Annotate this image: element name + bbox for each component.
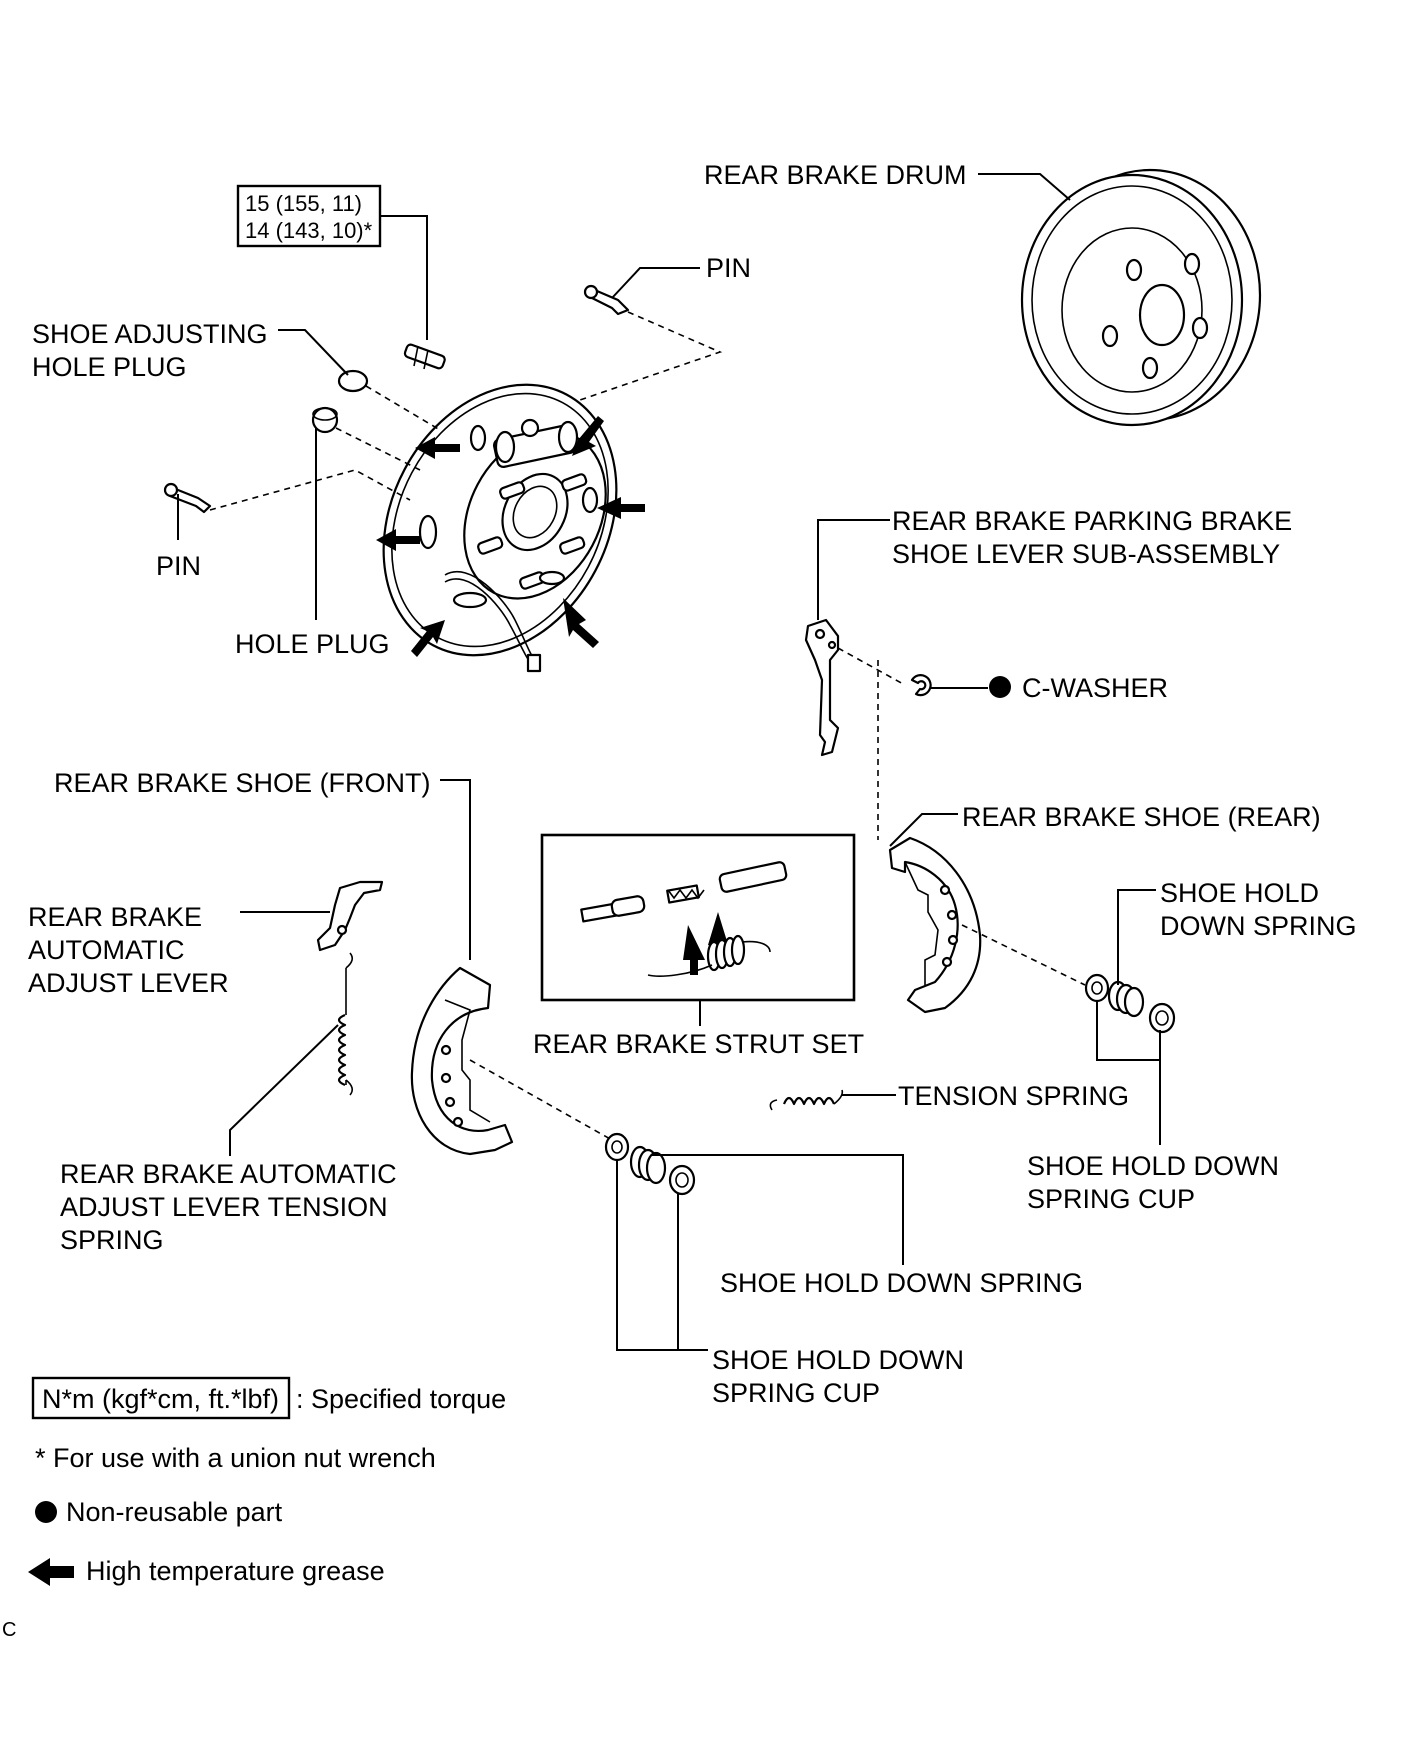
- legend-torque-text: : Specified torque: [296, 1384, 506, 1414]
- label-pin-left: PIN: [156, 551, 201, 581]
- label-adjust-lever-1: REAR BRAKE: [28, 902, 202, 932]
- label-adj-tension-3: SPRING: [60, 1225, 164, 1255]
- label-hole-plug: HOLE PLUG: [235, 629, 390, 659]
- label-adjust-lever-2: AUTOMATIC: [28, 935, 185, 965]
- label-hold-down-spring-rear-1: SHOE HOLD: [1160, 878, 1319, 908]
- hold-down-spring-rear-part: [1107, 980, 1145, 1018]
- backing-plate-part: [382, 383, 618, 673]
- label-hold-down-spring-rear-2: DOWN SPRING: [1160, 911, 1357, 941]
- adjust-lever-tension-spring-part: [337, 952, 354, 1096]
- grease-arrow-icon: [376, 416, 645, 657]
- pin-top-part: [583, 284, 630, 316]
- corner-code: C: [2, 1619, 16, 1641]
- strut-set-box: [540, 833, 856, 1002]
- rear-brake-drum-part: [1020, 168, 1262, 427]
- part-labels: REAR BRAKE DRUM PIN SHOE ADJUSTING HOLE …: [28, 160, 1357, 1408]
- automatic-adjust-lever-part: [316, 880, 384, 952]
- torque-spec-box: 15 (155, 11) 14 (143, 10)*: [236, 184, 428, 340]
- label-c-washer: C-WASHER: [1022, 673, 1168, 703]
- legend-grease: High temperature grease: [86, 1556, 385, 1586]
- label-parking-lever-1: REAR BRAKE PARKING BRAKE: [892, 506, 1292, 536]
- rear-brake-shoe-rear-part: [888, 836, 982, 1014]
- non-reusable-legend-icon: [35, 1501, 57, 1523]
- parking-brake-lever-part: [804, 618, 840, 757]
- legend-union-nut-note: * For use with a union nut wrench: [35, 1443, 436, 1473]
- strut-spring-part: [647, 934, 771, 977]
- hold-down-cup-rear-2-part: [1148, 1002, 1176, 1034]
- label-cup-front-1: SHOE HOLD DOWN: [712, 1345, 964, 1375]
- label-cup-front-2: SPRING CUP: [712, 1378, 880, 1408]
- label-strut-set: REAR BRAKE STRUT SET: [533, 1029, 864, 1059]
- hole-plug-part: [311, 406, 339, 434]
- pin-left-part: [163, 482, 212, 514]
- label-pin-top: PIN: [706, 253, 751, 283]
- label-tension-spring: TENSION SPRING: [898, 1081, 1129, 1111]
- label-shoe-front: REAR BRAKE SHOE (FRONT): [54, 768, 431, 798]
- rear-brake-shoe-front-part: [410, 966, 514, 1156]
- tension-spring-part: [769, 1089, 844, 1111]
- label-adj-tension-2: ADJUST LEVER TENSION: [60, 1192, 388, 1222]
- bleeder-plug-part: [403, 343, 446, 370]
- label-parking-lever-2: SHOE LEVER SUB-ASSEMBLY: [892, 539, 1280, 569]
- label-cup-rear-2: SPRING CUP: [1027, 1184, 1195, 1214]
- hold-down-cup-front-part: [604, 1132, 630, 1162]
- label-shoe-adjusting-1: SHOE ADJUSTING: [32, 319, 268, 349]
- legend-torque-units: N*m (kgf*cm, ft.*lbf): [42, 1384, 279, 1414]
- torque-line-1: 15 (155, 11): [245, 191, 362, 216]
- label-adjust-lever-3: ADJUST LEVER: [28, 968, 229, 998]
- shoe-adjusting-hole-plug-part: [337, 369, 369, 393]
- torque-line-2: 14 (143, 10)*: [245, 218, 373, 243]
- label-shoe-adjusting-2: HOLE PLUG: [32, 352, 187, 382]
- label-rear-brake-drum: REAR BRAKE DRUM: [704, 160, 967, 190]
- legend: N*m (kgf*cm, ft.*lbf) : Specified torque…: [28, 1376, 506, 1586]
- grease-legend-icon: [28, 1558, 74, 1586]
- hold-down-cup-rear-part: [1084, 973, 1110, 1003]
- hold-down-cup-front-2-part: [668, 1164, 696, 1196]
- non-reusable-dot-icon: [989, 676, 1011, 698]
- label-hold-down-spring-front: SHOE HOLD DOWN SPRING: [720, 1268, 1083, 1298]
- hold-down-spring-front-part: [629, 1145, 667, 1185]
- label-adj-tension-1: REAR BRAKE AUTOMATIC: [60, 1159, 397, 1189]
- legend-non-reusable: Non-reusable part: [66, 1497, 283, 1527]
- label-shoe-rear: REAR BRAKE SHOE (REAR): [962, 802, 1321, 832]
- label-cup-rear-1: SHOE HOLD DOWN: [1027, 1151, 1279, 1181]
- c-washer-part: [910, 674, 932, 697]
